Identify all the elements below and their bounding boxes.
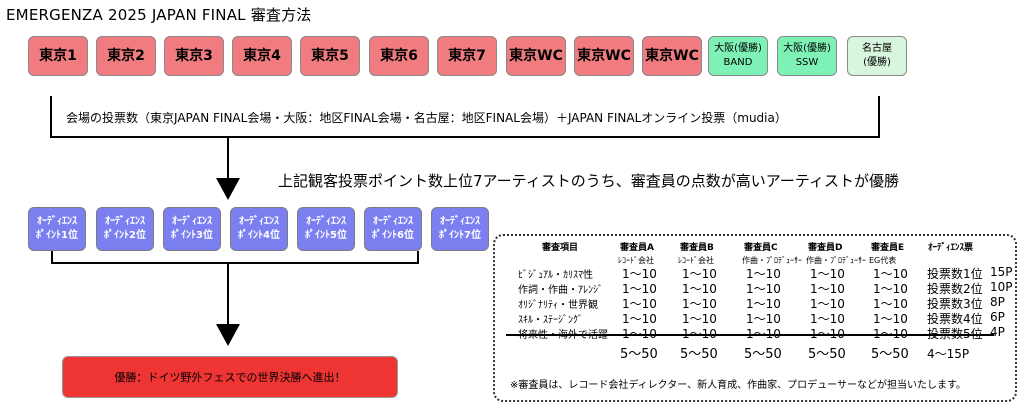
venue-box: 大阪(優勝) BAND (708, 36, 768, 76)
judge-name: 審査員C (744, 243, 778, 253)
score-range: 1〜10 (746, 267, 781, 281)
down-arrow-icon (216, 178, 240, 200)
scoring-table-frame (493, 234, 1017, 402)
venue-box: 東京6 (369, 36, 429, 76)
score-range: 1〜10 (622, 312, 657, 326)
judge-footnote: ※審査員は、レコード会社ディレクター、新人育成、作曲家、プロデューサーなどが担当… (510, 380, 966, 391)
audience-point-box: ｵｰﾃﾞｨｴﾝｽ ﾎﾟｲﾝﾄ3位 (163, 207, 221, 251)
audience-point-box: ｵｰﾃﾞｨｴﾝｽ ﾎﾟｲﾝﾄ1位 (28, 207, 86, 251)
audience-points: 15P (990, 265, 1013, 279)
venue-box: 東京WC (574, 36, 634, 76)
connector-line (227, 138, 229, 180)
audience-point-box: ｵｰﾃﾞｨｴﾝｽ ﾎﾟｲﾝﾄ4位 (230, 207, 288, 251)
score-range: 1〜10 (873, 282, 908, 296)
judge-total: 5〜50 (871, 347, 909, 362)
score-range: 1〜10 (873, 297, 908, 311)
venue-box: 東京7 (437, 36, 497, 76)
judge-name: 審査員A (620, 243, 654, 253)
score-range: 1〜10 (810, 297, 845, 311)
judge-role: ﾚｺｰﾄﾞ会社 (618, 256, 654, 265)
score-range: 1〜10 (622, 267, 657, 281)
audience-points: 8P (990, 295, 1005, 309)
judge-total: 5〜50 (680, 347, 718, 362)
points-tick-right (417, 251, 419, 262)
score-range: 1〜10 (810, 312, 845, 326)
score-range: 1〜10 (682, 312, 717, 326)
venue-box: 名古屋 (優勝) (847, 36, 907, 76)
audience-point-box: ｵｰﾃﾞｨｴﾝｽ ﾎﾟｲﾝﾄ7位 (431, 207, 489, 251)
audience-points: 4P (990, 325, 1005, 339)
page-title: EMERGENZA 2025 JAPAN FINAL 審査方法 (6, 6, 312, 24)
audience-header: ｵｰﾃﾞｨｴﾝｽ票 (928, 243, 974, 253)
venue-box: 大阪(優勝) SSW (777, 36, 837, 76)
selection-rule: 上記観客投票ポイント数上位7アーティストのうち、審査員の点数が高いアーティストが… (278, 172, 899, 190)
audience-rank: 投票数4位 (927, 312, 983, 326)
venue-box: 東京WC (506, 36, 566, 76)
judge-total: 5〜50 (620, 347, 658, 362)
audience-rank: 投票数2位 (927, 282, 983, 296)
audience-rank: 投票数3位 (927, 297, 983, 311)
score-range: 1〜10 (746, 312, 781, 326)
judge-total: 5〜50 (744, 347, 782, 362)
score-range: 1〜10 (810, 267, 845, 281)
down-arrow-icon (216, 324, 240, 346)
score-range: 1〜10 (682, 267, 717, 281)
venue-box: 東京WC (642, 36, 702, 76)
venue-box: 東京2 (96, 36, 156, 76)
judge-role: EG代表 (869, 256, 897, 265)
criteria-label: ｽｷﾙ・ｽﾃｰｼﾞﾝｸﾞ (518, 315, 583, 326)
criteria-label: 作詞・作曲・ｱﾚﾝｼﾞ (518, 285, 603, 296)
table-total-rule (506, 334, 994, 336)
score-range: 1〜10 (810, 282, 845, 296)
score-range: 1〜10 (746, 282, 781, 296)
criteria-label: ｵﾘｼﾞﾅﾘﾃｨ・世界観 (518, 300, 598, 311)
judge-role: ﾚｺｰﾄﾞ会社 (678, 256, 714, 265)
venue-box: 東京1 (28, 36, 88, 76)
judge-role: 作曲・ﾌﾟﾛﾃﾞｭｰｻｰ (806, 256, 866, 265)
audience-total: 4〜15P (927, 347, 970, 361)
venue-box: 東京4 (232, 36, 292, 76)
judge-name: 審査員D (808, 243, 843, 253)
judge-name: 審査員B (680, 243, 714, 253)
audience-point-box: ｵｰﾃﾞｨｴﾝｽ ﾎﾟｲﾝﾄ2位 (96, 207, 154, 251)
points-tick-left (51, 251, 53, 262)
venue-box: 東京5 (300, 36, 360, 76)
winner-result-box: 優勝：ドイツ野外フェスでの世界決勝へ進出！ (62, 356, 398, 398)
score-range: 1〜10 (622, 282, 657, 296)
audience-point-box: ｵｰﾃﾞｨｴﾝｽ ﾎﾟｲﾝﾄ5位 (297, 207, 355, 251)
item-header: 審査項目 (542, 243, 579, 253)
score-range: 1〜10 (873, 267, 908, 281)
judge-role: 作曲・ﾌﾟﾛﾃﾞｭｰｻｰ (742, 256, 802, 265)
score-range: 1〜10 (682, 297, 717, 311)
audience-point-box: ｵｰﾃﾞｨｴﾝｽ ﾎﾟｲﾝﾄ6位 (364, 207, 422, 251)
audience-rank: 投票数1位 (927, 267, 983, 281)
result-connector-line (227, 262, 229, 326)
venue-box: 東京3 (164, 36, 224, 76)
judge-name: 審査員E (871, 243, 905, 253)
venue-bracket (50, 96, 880, 138)
voting-note: 会場の投票数（東京JAPAN FINAL会場・大阪：地区FINAL会場・名古屋：… (66, 111, 787, 125)
criteria-label: ﾋﾞｼﾞｭｱﾙ・ｶﾘｽﾏ性 (518, 270, 593, 281)
audience-points: 10P (990, 280, 1013, 294)
score-range: 1〜10 (746, 297, 781, 311)
score-range: 1〜10 (873, 312, 908, 326)
points-merge-line (51, 262, 419, 264)
score-range: 1〜10 (622, 297, 657, 311)
audience-points: 6P (990, 310, 1005, 324)
score-range: 1〜10 (682, 282, 717, 296)
judge-total: 5〜50 (808, 347, 846, 362)
